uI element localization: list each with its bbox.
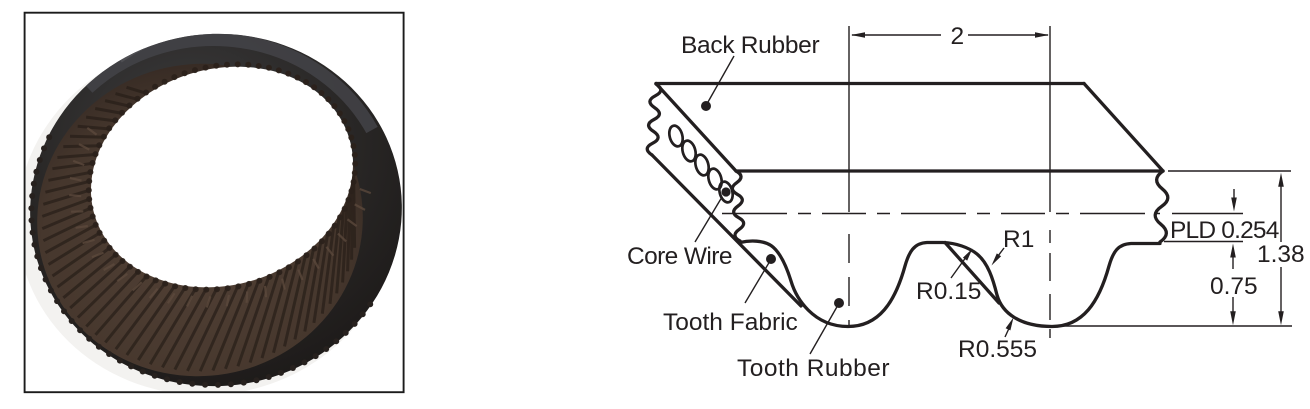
svg-text:R0.15: R0.15: [916, 278, 981, 305]
svg-text:Tooth Rubber: Tooth Rubber: [737, 355, 890, 382]
svg-text:R1: R1: [1003, 226, 1034, 253]
svg-text:Back Rubber: Back Rubber: [681, 32, 819, 59]
svg-text:Tooth Fabric: Tooth Fabric: [663, 309, 798, 336]
svg-text:R0.555: R0.555: [958, 336, 1037, 363]
svg-text:Core Wire: Core Wire: [627, 243, 732, 270]
svg-text:0.75: 0.75: [1210, 273, 1258, 300]
svg-text:2: 2: [951, 23, 965, 50]
svg-text:1.38: 1.38: [1257, 241, 1305, 268]
svg-text:PLD 0.254: PLD 0.254: [1170, 217, 1279, 244]
